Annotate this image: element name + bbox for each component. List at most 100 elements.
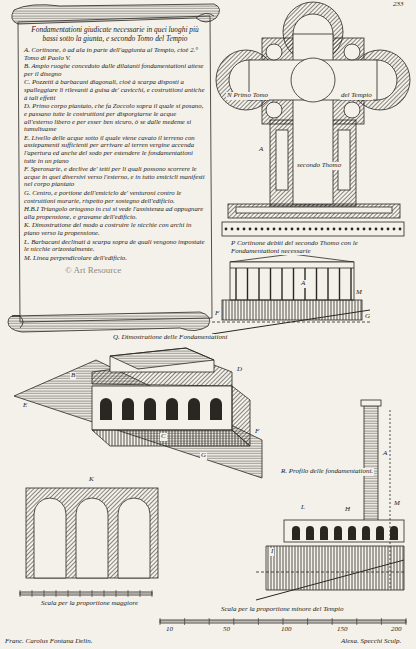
- profile-openings: [292, 526, 398, 540]
- niche-arches: [26, 488, 158, 578]
- callout-letter: A: [300, 280, 306, 288]
- foundation-perspective: [14, 348, 262, 478]
- key-entry: K. Dimostratione del modo a costruire le…: [24, 221, 206, 236]
- tick: [140, 590, 141, 597]
- key-entry: L. Barbacani declinati à scarpa sopra de…: [24, 238, 206, 253]
- key-entry: F. Speronarie, e declive de' tetti per l…: [24, 165, 206, 188]
- niche: [144, 398, 156, 420]
- plan-caption: P Cortinone debiti del secondo Thomo con…: [230, 240, 382, 255]
- watermark: © Art Resource: [64, 266, 122, 276]
- tick: [209, 618, 210, 625]
- column-dot: [399, 228, 402, 231]
- niche: [188, 398, 200, 420]
- plan-label: del Tempio: [340, 92, 373, 100]
- callout-letter: H: [344, 506, 351, 514]
- key-entry: C. Pozzetti à barbacani diagonali, cioè …: [24, 78, 206, 101]
- callout-letter: B: [70, 372, 76, 380]
- column-dot: [351, 228, 354, 231]
- column-dot: [381, 228, 384, 231]
- engraver-credit: Franc. Carolus Fontana Delin.: [4, 638, 93, 646]
- opening: [320, 526, 328, 540]
- callout-letter: A: [258, 146, 264, 154]
- column-dot: [315, 228, 318, 231]
- scale-number: 200: [390, 626, 403, 634]
- column: [270, 268, 271, 300]
- figure-caption: R. Profilo delle fondamentationi.: [280, 468, 374, 476]
- niche: [210, 398, 222, 420]
- tick: [258, 618, 259, 625]
- callout-letter: G: [364, 313, 371, 321]
- opening: [390, 526, 398, 540]
- niche: [166, 398, 178, 420]
- column-dot: [261, 228, 264, 231]
- niche: [122, 398, 134, 420]
- engraver-credit: Alexa. Specchi Sculp.: [340, 638, 402, 646]
- callout-letter: F: [214, 310, 220, 318]
- column-dot: [369, 228, 372, 231]
- tick: [80, 590, 81, 597]
- column-dot: [375, 228, 378, 231]
- tick: [233, 618, 234, 625]
- plan-label: secondo Thomo: [296, 162, 342, 170]
- column-dot: [321, 228, 324, 231]
- legend-scroll: Fondamentationi giudicate necessarie in …: [24, 26, 206, 262]
- scale-number: 50: [222, 626, 231, 634]
- tick: [307, 618, 308, 625]
- tick: [184, 618, 185, 625]
- column: [235, 268, 236, 300]
- opening: [376, 526, 384, 540]
- tick: [32, 590, 33, 597]
- niche: [100, 398, 112, 420]
- column: [316, 268, 317, 300]
- column: [293, 268, 294, 300]
- scale-bars: [20, 592, 406, 623]
- column-dot: [393, 228, 396, 231]
- column: [350, 268, 351, 300]
- callout-letter: M: [355, 289, 363, 297]
- tick: [116, 590, 117, 597]
- key-entry: H.B.I Triangolo ortogono in cui si vede …: [24, 205, 206, 220]
- callout-letter: A: [382, 450, 388, 458]
- column-dot: [339, 228, 342, 231]
- column-dot: [243, 228, 246, 231]
- elevation-columns: [236, 268, 351, 300]
- column-dot: [255, 228, 258, 231]
- key-entry: B. Ampio ruoghe conceduto dalle dilatant…: [24, 62, 206, 77]
- opening: [292, 526, 300, 540]
- callout-letter: I: [270, 548, 274, 556]
- tick: [128, 590, 129, 597]
- scroll-heading: Fondamentationi giudicate necessarie in …: [24, 26, 206, 43]
- scroll: [8, 4, 220, 332]
- scale-caption: Scala per la proportione maggiore: [40, 600, 139, 608]
- column-dot: [273, 228, 276, 231]
- scale-ticks: [20, 590, 406, 625]
- scale-caption: Scala per la proportione minore del Temp…: [220, 606, 345, 614]
- column: [258, 268, 259, 300]
- column-dot: [249, 228, 252, 231]
- figure-caption: Q. Dimostratione delle Fondamentationi: [112, 334, 228, 342]
- key-entry: E. Livello delle acque sotto il quale vi…: [24, 134, 206, 164]
- church-plan: [216, 2, 410, 236]
- column-dot: [333, 228, 336, 231]
- column-dot: [303, 228, 306, 231]
- callout-letter: M: [393, 500, 401, 508]
- column-dot: [291, 228, 294, 231]
- tick: [56, 590, 57, 597]
- column-dot: [231, 228, 234, 231]
- plan-label: N Primo Tomo: [226, 92, 269, 100]
- tick: [283, 618, 284, 625]
- column-dot: [237, 228, 240, 231]
- tick: [152, 590, 153, 597]
- column-dot: [297, 228, 300, 231]
- column-dot: [363, 228, 366, 231]
- callout-letter: K: [88, 476, 95, 484]
- foundation-niches: [100, 398, 222, 420]
- tick: [44, 590, 45, 597]
- column: [327, 268, 328, 300]
- column-dot: [225, 228, 228, 231]
- column: [339, 268, 340, 300]
- foundation-profile: [256, 400, 404, 600]
- colonnade: [225, 228, 402, 231]
- opening: [348, 526, 356, 540]
- column-dot: [327, 228, 330, 231]
